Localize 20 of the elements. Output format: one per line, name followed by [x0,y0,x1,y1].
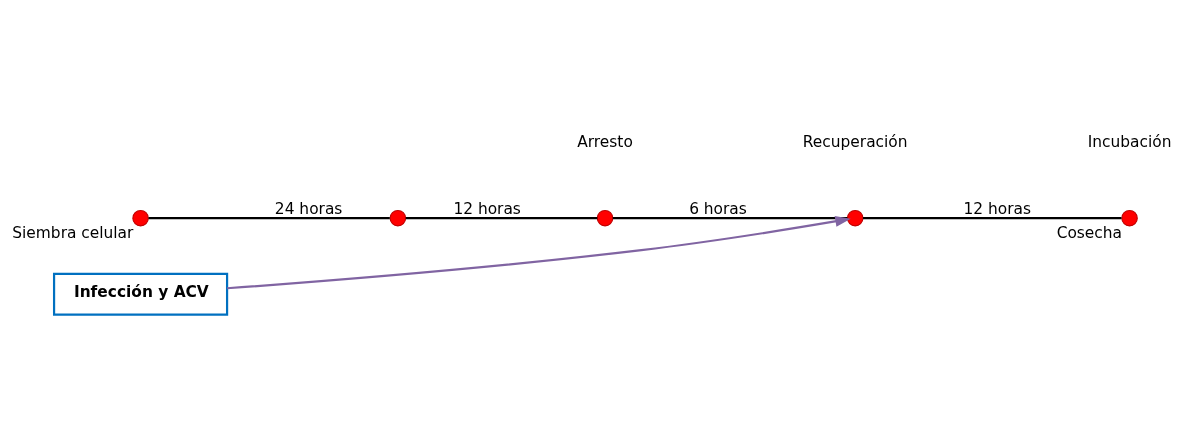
arrow [227,216,851,290]
label: Arresto [577,133,633,152]
edge-label: 6 horas [689,199,747,218]
label: Recuperación [802,133,908,152]
node-circle [596,209,614,227]
connector [148,217,390,220]
node-circle [132,209,149,227]
node-circle [1121,209,1138,227]
connector [612,217,848,220]
edge-label: 12 horas [963,199,1032,218]
edge-label: 12 horas [453,199,521,218]
node-circle [389,209,407,227]
connector [405,217,598,220]
edge-label: 24 horas [274,199,343,218]
connector [863,217,1122,220]
node-label: Cosecha [1056,224,1123,243]
node-label: Siembra celular [12,224,134,243]
node-circle [846,209,864,227]
label: Incubación [1087,133,1172,152]
node-box: Infección y ACV [53,272,229,316]
